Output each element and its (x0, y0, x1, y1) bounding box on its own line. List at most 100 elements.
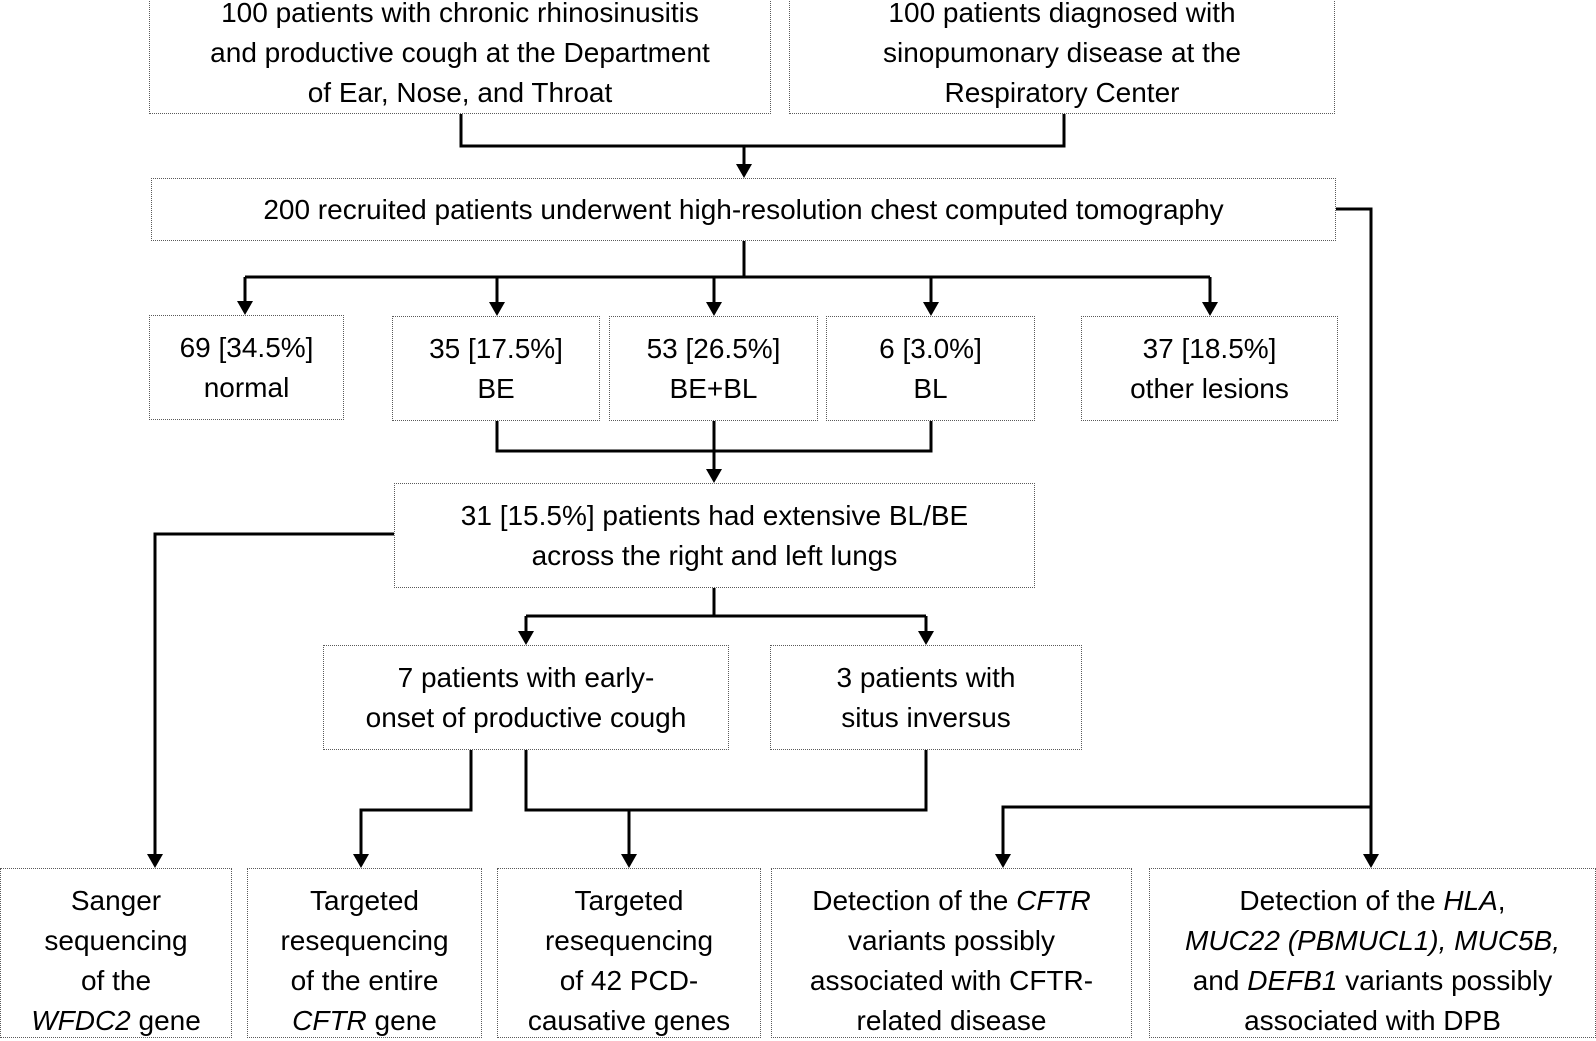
arrow-sanger (147, 854, 163, 868)
text-segment: variants possibly (848, 925, 1055, 956)
bl-text: 6 [3.0%]BL (827, 329, 1034, 409)
arrow-other (1202, 302, 1218, 316)
normal-box: 69 [34.5%]normal (149, 315, 344, 420)
text-line: 7 patients with early- (324, 658, 728, 698)
arrow-early-onset (518, 631, 534, 645)
text-line: and DEFB1 variants possibly (1150, 961, 1595, 1001)
arrow-situs (918, 631, 934, 645)
extensive-lesions-box: 31 [15.5%] patients had extensive BL/BE a… (394, 483, 1035, 588)
text-line: BL (827, 369, 1034, 409)
text-line: associated with DPB (1150, 1001, 1595, 1041)
text-line: 69 [34.5%] (150, 328, 343, 368)
text-segment: other lesions (1130, 372, 1289, 404)
text-line: Targeted (498, 881, 760, 921)
text-segment: 53 [26.5%] (646, 332, 781, 364)
arrow-be-bl (706, 302, 722, 316)
text-line: sequencing (1, 921, 231, 961)
arrow-pcd-reseq (621, 854, 637, 868)
text-segment: 31 [15.5%] patients had extensive BL/BE (460, 499, 969, 531)
text-segment: 100 patients diagnosed with (888, 0, 1236, 28)
text-segment: associated with CFTR- (809, 965, 1094, 996)
text-segment: of Ear, Nose, and Throat (307, 77, 613, 108)
text-line: other lesions (1082, 369, 1337, 409)
text-line: resequencing (498, 921, 760, 961)
text-line: 200 recruited patients underwent high-re… (152, 190, 1335, 230)
early-onset-text: 7 patients with early-onset of productiv… (324, 658, 728, 738)
text-segment: DEFB1 (1247, 965, 1338, 996)
arrow-normal (237, 301, 253, 315)
ent-cohort-text: 100 patients with chronic rhinosinusitis… (150, 0, 770, 113)
text-line: 6 [3.0%] (827, 329, 1034, 369)
text-line: 53 [26.5%] (610, 329, 817, 369)
text-segment: Targeted (310, 885, 419, 916)
to-cftr-detect-line (1001, 805, 1371, 857)
text-segment: and productive cough at the Department (210, 37, 710, 68)
text-segment: CFTR (292, 1005, 367, 1036)
be-text: 35 [17.5%]BE (393, 329, 599, 409)
early-onset-box: 7 patients with early-onset of productiv… (323, 645, 729, 750)
text-line: of 42 PCD- (498, 961, 760, 1001)
to-cftr-reseq-line (359, 750, 473, 857)
text-line: sinopumonary disease at the (790, 33, 1334, 73)
text-line: Sanger (1, 881, 231, 921)
be-bl-text: 53 [26.5%] BE+BL (610, 329, 817, 409)
text-segment: MUC22 (PBMUCL1), MUC5B, (1185, 925, 1560, 956)
text-line: 31 [15.5%] patients had extensive BL/BE (395, 496, 1034, 536)
text-segment: of the entire (290, 965, 439, 996)
ent-merge-line (459, 114, 1066, 148)
text-line: MUC22 (PBMUCL1), MUC5B, (1150, 921, 1595, 961)
text-segment: 3 patients with (836, 661, 1016, 693)
text-line: associated with CFTR- (772, 961, 1131, 1001)
text-line: of Ear, Nose, and Throat (150, 73, 770, 113)
text-segment: Targeted (574, 885, 684, 916)
text-line: variants possibly (772, 921, 1131, 961)
text-segment: causative genes (527, 1005, 731, 1036)
text-segment: gene (366, 1005, 437, 1036)
arrow-cftr-detect (995, 854, 1011, 868)
pcd-resequencing-box: Targeted resequencing of 42 PCD-causative … (497, 868, 761, 1038)
other-lesions-text: 37 [18.5%] other lesions (1082, 329, 1337, 409)
text-line: 35 [17.5%] (393, 329, 599, 369)
text-segment: 7 patients with early- (397, 661, 655, 693)
text-segment: onset of productive cough (365, 701, 687, 733)
pcd-resequencing-text: Targeted resequencing of 42 PCD-causative … (498, 881, 760, 1041)
text-segment: of 42 PCD- (559, 965, 699, 996)
text-line: across the right and left lungs (395, 536, 1034, 576)
text-segment: sinopumonary disease at the (883, 37, 1241, 68)
text-segment: BL (913, 372, 948, 404)
text-segment: Detection of the (1239, 885, 1444, 916)
respiratory-cohort-text: 100 patients diagnosed with sinopumonary … (790, 0, 1334, 113)
text-segment: 200 recruited patients underwent high-re… (263, 193, 1224, 225)
text-segment: 35 [17.5%] (429, 332, 563, 364)
text-line: resequencing (248, 921, 481, 961)
bl-box: 6 [3.0%]BL (826, 316, 1035, 421)
recruited-patients-text: 200 recruited patients underwent high-re… (152, 190, 1335, 230)
text-line: Targeted (248, 881, 481, 921)
text-line: causative genes (498, 1001, 760, 1041)
text-line: related disease (772, 1001, 1131, 1041)
text-line: onset of productive cough (324, 698, 728, 738)
text-segment: 37 [18.5%] (1142, 332, 1277, 364)
text-line: and productive cough at the Department (150, 33, 770, 73)
text-segment: , (1497, 885, 1506, 916)
text-segment: resequencing (544, 925, 714, 956)
text-segment: BE+BL (669, 372, 758, 404)
text-segment: of the (80, 965, 152, 996)
respiratory-cohort-box: 100 patients diagnosed with sinopumonary … (789, 0, 1335, 114)
text-line: CFTR gene (248, 1001, 481, 1041)
text-segment: sequencing (44, 925, 188, 956)
text-line: Respiratory Center (790, 73, 1334, 113)
text-segment: associated with DPB (1244, 1005, 1501, 1036)
text-line: 3 patients with (771, 658, 1081, 698)
to-sanger-line (153, 532, 394, 857)
hla-detection-text: Detection of the HLA,MUC22 (PBMUCL1), MU… (1150, 881, 1595, 1041)
text-segment: CFTR (1016, 885, 1091, 916)
arrow-bl (923, 302, 939, 316)
text-segment: Respiratory Center (944, 77, 1180, 108)
